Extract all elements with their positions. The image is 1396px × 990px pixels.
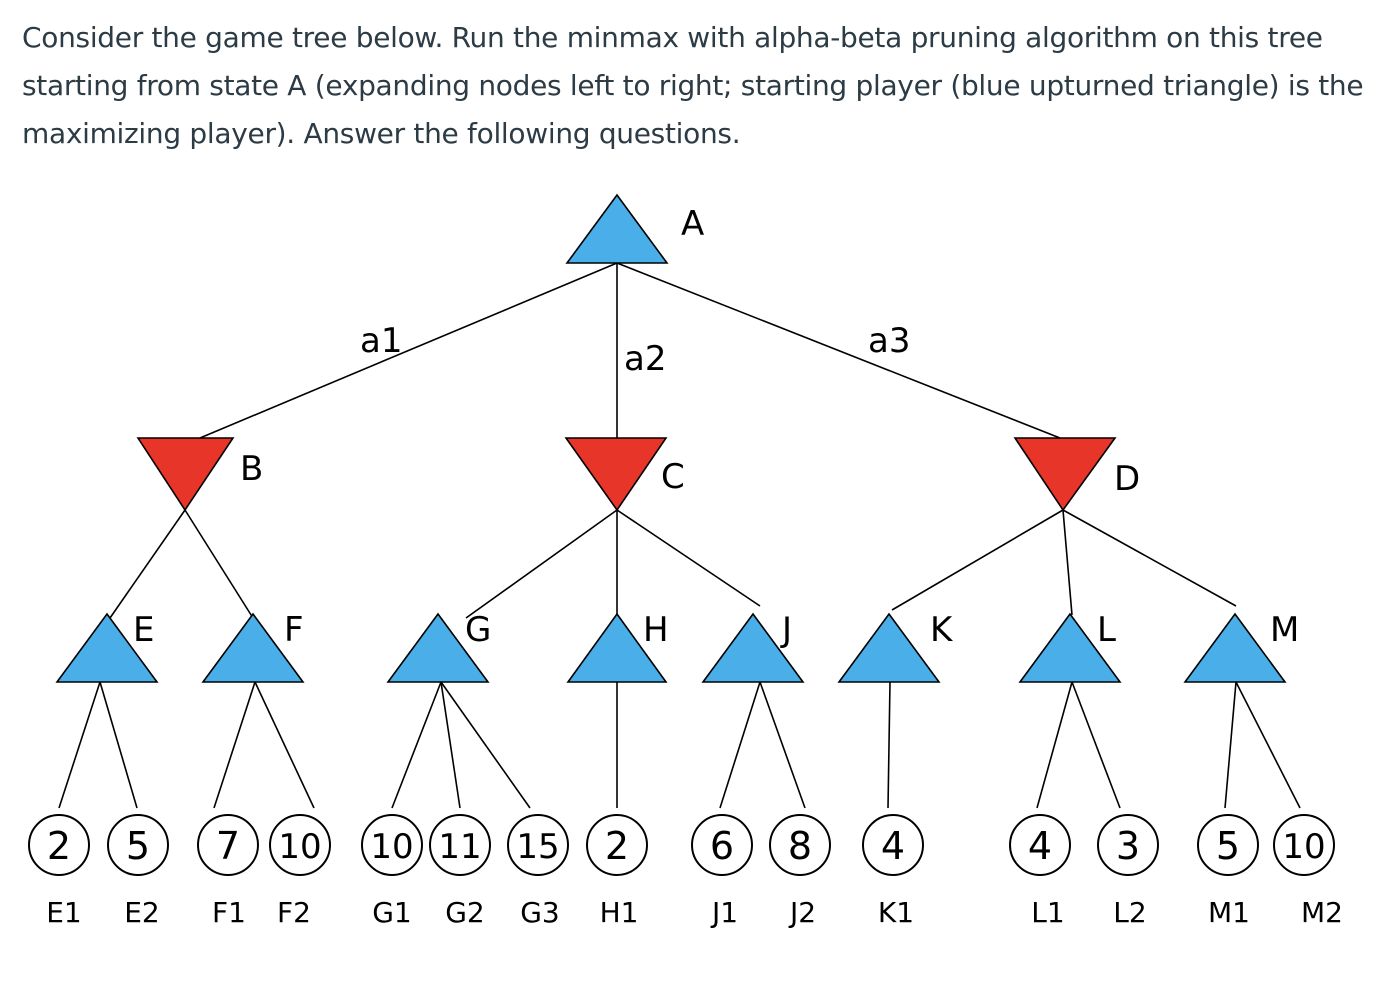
leaf-M2: 10 (1273, 814, 1335, 876)
leaf-L1: 4 (1009, 814, 1071, 876)
node-D-label: D (1114, 459, 1140, 499)
node-L-max-triangle (1018, 612, 1122, 683)
leaf-G1-value: 10 (370, 827, 413, 867)
leaf-E2: 5 (107, 814, 169, 876)
leaf-M2-name: M2 (1301, 896, 1343, 929)
node-A-label: A (681, 204, 704, 244)
node-G-max-triangle (386, 612, 490, 683)
action-a3-label: a3 (868, 321, 910, 361)
edge-L-L2 (1071, 681, 1121, 809)
node-M-max-triangle (1183, 612, 1287, 683)
leaf-L1-name: L1 (1031, 896, 1064, 929)
leaf-G1: 10 (361, 814, 423, 876)
edge-M-M1 (1224, 681, 1237, 809)
node-D-min-triangle (1013, 437, 1117, 512)
node-F-max-triangle (201, 612, 305, 683)
edge-L-L1 (1036, 681, 1073, 809)
leaf-F2-name: F2 (277, 896, 311, 929)
edge-C-G (465, 509, 618, 619)
leaf-E1-name: E1 (46, 896, 82, 929)
node-B-label: B (240, 449, 263, 489)
edge-G-G2 (440, 681, 461, 809)
edge-F-F2 (254, 681, 315, 809)
edge-K-K1 (887, 681, 891, 809)
leaf-E1: 2 (28, 814, 90, 876)
node-E-label: E (133, 610, 154, 650)
leaf-G3-name: G3 (520, 896, 560, 929)
leaf-F2: 10 (269, 814, 331, 876)
node-E-max-triangle (55, 612, 159, 683)
leaf-K1-value: 4 (881, 824, 905, 868)
leaf-F1-name: F1 (212, 896, 246, 929)
edge-E-E1 (58, 681, 101, 809)
node-M-label: M (1270, 610, 1299, 650)
node-K-label: K (930, 610, 954, 650)
action-a2-label: a2 (624, 339, 666, 379)
node-H-max-triangle (566, 612, 668, 683)
node-J-max-triangle (701, 612, 805, 683)
leaf-L2: 3 (1097, 814, 1159, 876)
edge-A-B (199, 262, 618, 439)
leaf-K1: 4 (862, 814, 924, 876)
leaf-G2-name: G2 (445, 896, 485, 929)
edge-J-J1 (719, 681, 761, 809)
leaf-L1-value: 4 (1028, 824, 1052, 868)
node-G-label: G (465, 610, 491, 650)
edge-C-J (616, 509, 761, 607)
edge-G-G1 (391, 681, 442, 809)
leaf-E2-name: E2 (124, 896, 160, 929)
node-L-label: L (1097, 610, 1116, 650)
edge-D-K (891, 509, 1064, 611)
question-text: Consider the game tree below. Run the mi… (22, 21, 1364, 150)
edge-M-M2 (1235, 681, 1301, 809)
edge-J-J2 (759, 681, 806, 809)
node-F-label: F (284, 610, 304, 650)
edge-D-M (1062, 509, 1237, 607)
leaf-G2: 11 (429, 814, 491, 876)
edge-B-F (184, 509, 254, 619)
node-B-min-triangle (136, 437, 235, 512)
edge-B-E (109, 509, 186, 619)
node-K-max-triangle (837, 612, 941, 683)
edge-F-F1 (213, 681, 256, 809)
edge-G-G3 (440, 681, 531, 809)
leaf-J1-name: J1 (710, 896, 738, 929)
leaf-M2-value: 10 (1282, 827, 1325, 867)
leaf-E1-value: 2 (47, 824, 71, 868)
edge-E-E2 (99, 681, 138, 809)
leaf-H1-value: 2 (605, 824, 629, 868)
leaf-L2-value: 3 (1116, 824, 1140, 868)
leaf-H1: 2 (586, 814, 648, 876)
node-H-label: H (643, 610, 669, 650)
leaf-M1-value: 5 (1216, 824, 1240, 868)
leaf-J1: 6 (691, 814, 753, 876)
leaf-L2-name: L2 (1113, 896, 1146, 929)
leaf-G3: 15 (507, 814, 569, 876)
leaf-H1-name: H1 (600, 896, 639, 929)
leaf-J2: 8 (769, 814, 831, 876)
leaf-F2-value: 10 (278, 827, 321, 867)
node-C-min-triangle (564, 437, 668, 512)
leaf-G3-value: 15 (516, 827, 559, 867)
leaf-F1-value: 7 (216, 824, 240, 868)
leaf-M1: 5 (1197, 814, 1259, 876)
leaf-M1-name: M1 (1208, 896, 1250, 929)
leaf-G1-name: G1 (372, 896, 412, 929)
leaf-F1: 7 (197, 814, 259, 876)
leaf-J2-value: 8 (788, 824, 812, 868)
leaf-J1-value: 6 (710, 824, 734, 868)
leaf-E2-value: 5 (126, 824, 150, 868)
node-A-max-triangle (565, 193, 669, 264)
leaf-K1-name: K1 (878, 896, 914, 929)
node-J-label: J (780, 610, 792, 650)
leaf-J2-name: J2 (788, 896, 816, 929)
edge-D-L (1062, 509, 1073, 616)
node-C-label: C (661, 457, 685, 497)
leaf-G2-value: 11 (438, 827, 481, 867)
action-a1-label: a1 (360, 321, 402, 361)
edge-A-D (616, 262, 1061, 439)
